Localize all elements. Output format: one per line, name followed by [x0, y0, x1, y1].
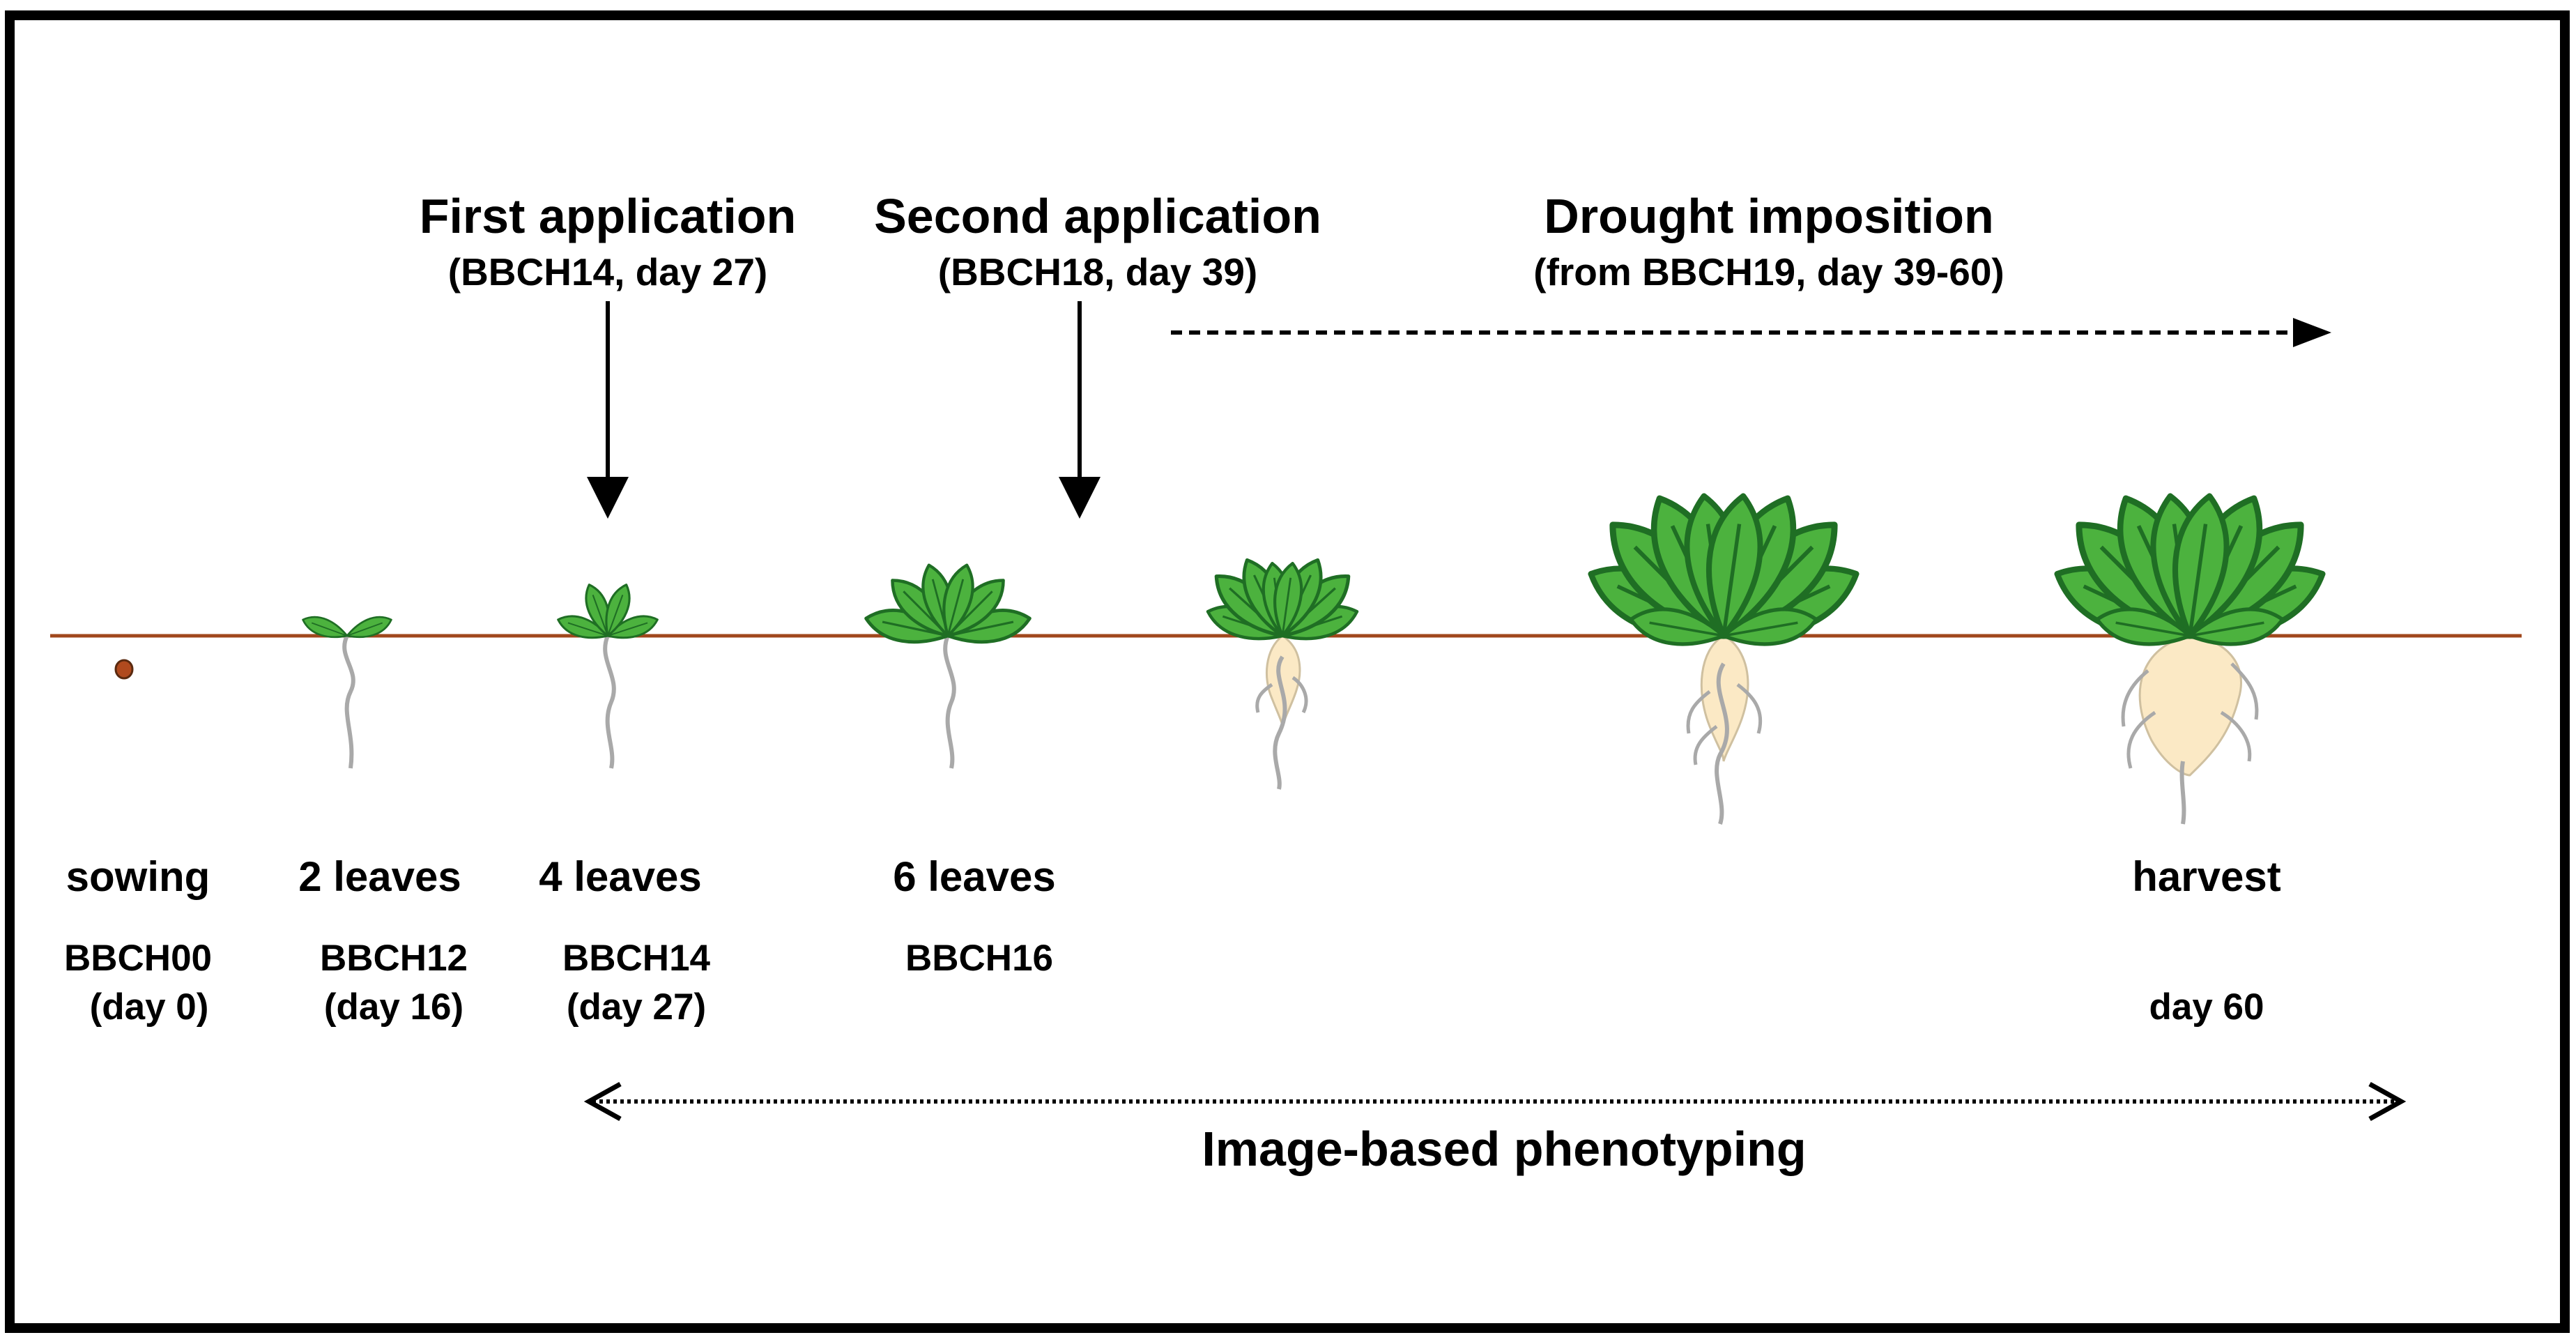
plant-8-leaves-icon: [1204, 554, 1361, 790]
stage-harvest-label: harvest: [2132, 853, 2281, 900]
stage-2-leaves-code: BBCH12: [319, 938, 468, 979]
stage-6-leaves-label: 6 leaves: [893, 853, 1056, 900]
stage-6-leaves-code: BBCH16: [905, 938, 1054, 979]
second-application-detail: (BBCH18, day 39): [937, 250, 1258, 293]
seedling-2-leaves-icon: [299, 611, 395, 769]
plant-harvest-icon: [2046, 487, 2333, 825]
figure-border: [5, 10, 2570, 1333]
stage-sowing-label: sowing: [66, 853, 210, 900]
second-application-title: Second application: [874, 189, 1321, 243]
seedling-4-leaves-icon: [554, 580, 661, 769]
stage-4-leaves-day: (day 27): [566, 986, 707, 1028]
stage-sowing-code: BBCH00: [63, 938, 213, 979]
stage-harvest-day: day 60: [2149, 986, 2264, 1028]
stage-2-leaves-label: 2 leaves: [298, 853, 461, 900]
first-application-title: First application: [419, 189, 797, 243]
first-application-detail: (BBCH14, day 27): [447, 250, 768, 293]
plant-mature-icon: [1580, 487, 1867, 825]
stage-sowing-day: (day 0): [89, 986, 209, 1028]
drought-imposition-title: Drought imposition: [1544, 189, 1994, 243]
stage-4-leaves-code: BBCH14: [562, 938, 711, 979]
stage-4-leaves-label: 4 leaves: [539, 853, 702, 900]
phenotyping-arrow-right-head: [2368, 1081, 2407, 1122]
drought-imposition-detail: (from BBCH19, day 39-60): [1533, 250, 2004, 293]
stage-2-leaves-day: (day 16): [323, 986, 464, 1028]
seed-icon: [114, 659, 134, 680]
plant-6-leaves-icon: [863, 562, 1033, 769]
phenotyping-arrow-left-head: [583, 1081, 622, 1122]
drought-arrow-head: [2293, 318, 2331, 347]
phenotyping-label: Image-based phenotyping: [1202, 1122, 1807, 1176]
